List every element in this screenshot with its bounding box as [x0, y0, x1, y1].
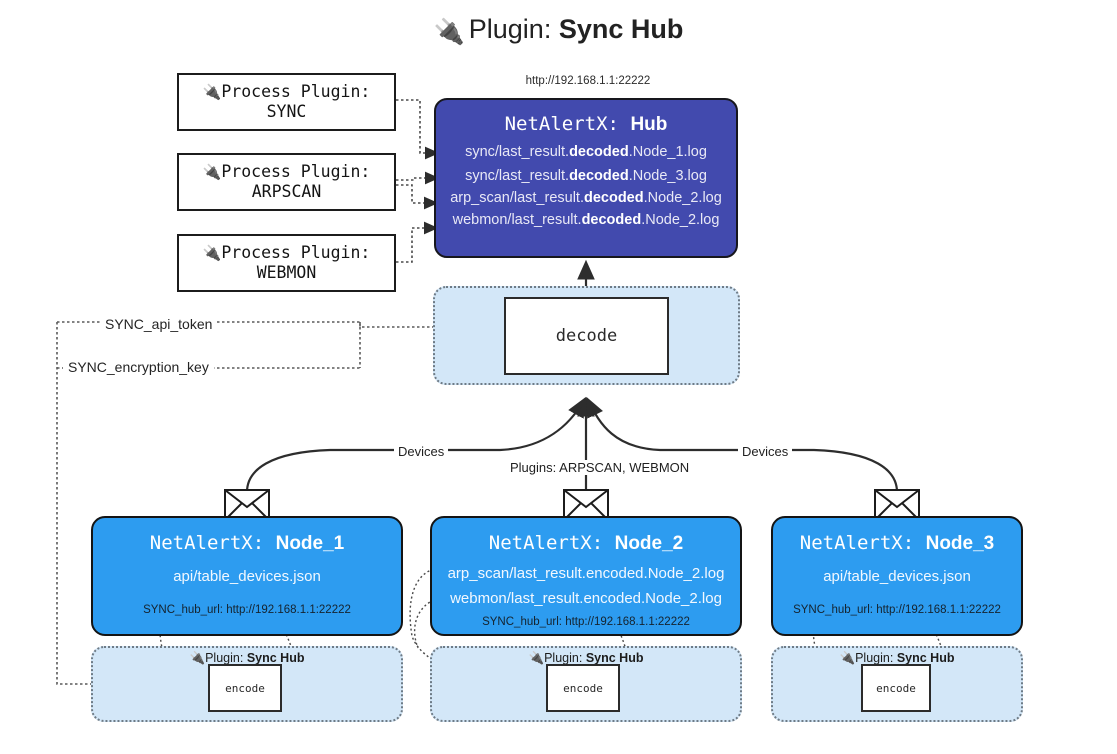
plug-icon: 🔌 [839, 651, 856, 665]
hub-log-line: sync/last_result.decoded.Node_3.log [465, 168, 707, 184]
node-hub-url: SYNC_hub_url: http://192.168.1.1:22222 [793, 604, 1001, 616]
plug-icon: 🔌 [202, 164, 222, 182]
node-card-1[interactable]: NetAlertX: Node_1 api/table_devices.json… [91, 516, 403, 636]
node-line: api/table_devices.json [823, 568, 971, 585]
sync-encryption-key-label: SYNC_encryption_key [63, 359, 214, 375]
hub-title-prefix: NetAlertX: [504, 113, 619, 135]
process-plugin-line1: Process Plugin: [221, 162, 371, 182]
strip-plugin-label: 🔌Plugin: Sync Hub [528, 651, 644, 665]
encode-box-2[interactable]: encode [546, 664, 620, 712]
hub-url-label: http://192.168.1.1:22222 [525, 75, 651, 87]
page-title-name: Sync Hub [558, 14, 684, 44]
encode-box-3[interactable]: encode [861, 664, 931, 712]
devices-label-left: Devices [394, 444, 449, 459]
node-card-3[interactable]: NetAlertX: Node_3 api/table_devices.json… [771, 516, 1023, 636]
hub-log-line: sync/last_result.decoded.Node_1.log [465, 144, 707, 160]
hub-title-name: Hub [630, 114, 668, 135]
process-plugin-arpscan[interactable]: 🔌Process Plugin: ARPSCAN [177, 153, 396, 211]
node-title: NetAlertX: Node_3 [799, 532, 995, 554]
plug-icon: 🔌 [189, 651, 206, 665]
node-line: arp_scan/last_result.encoded.Node_2.log [447, 565, 725, 582]
plugins-label-center: Plugins: ARPSCAN, WEBMON [506, 460, 694, 475]
plug-icon: 🔌 [528, 651, 545, 665]
strip-plugin-label: 🔌Plugin: Sync Hub [839, 651, 955, 665]
node-line: webmon/last_result.encoded.Node_2.log [450, 590, 722, 607]
plug-icon: 🔌 [202, 245, 222, 263]
plug-icon: 🔌 [202, 84, 222, 102]
sync-api-token-label: SYNC_api_token [100, 316, 218, 332]
process-plugin-line1: Process Plugin: [221, 243, 371, 263]
encode-box-1[interactable]: encode [208, 664, 282, 712]
hub-log-line: arp_scan/last_result.decoded.Node_2.log [450, 190, 722, 206]
process-plugin-sync[interactable]: 🔌Process Plugin: SYNC [177, 73, 396, 131]
page-title: 🔌Plugin: Sync Hub [0, 14, 1117, 46]
process-plugin-line2: ARPSCAN [251, 182, 322, 202]
node-hub-url: SYNC_hub_url: http://192.168.1.1:22222 [482, 616, 690, 628]
process-plugin-webmon[interactable]: 🔌Process Plugin: WEBMON [177, 234, 396, 292]
node-title: NetAlertX: Node_2 [488, 532, 684, 554]
node-line: api/table_devices.json [173, 568, 321, 585]
strip-plugin-label: 🔌Plugin: Sync Hub [189, 651, 305, 665]
hub-card[interactable]: NetAlertX: Hub sync/last_result.decoded.… [434, 98, 738, 258]
hub-title: NetAlertX: Hub [436, 113, 736, 136]
plug-icon: 🔌 [433, 18, 465, 46]
page-title-prefix: Plugin: [468, 14, 552, 44]
process-plugin-line1: Process Plugin: [221, 82, 371, 102]
devices-label-right: Devices [738, 444, 793, 459]
decode-box[interactable]: decode [504, 297, 669, 375]
node-card-2[interactable]: NetAlertX: Node_2 arp_scan/last_result.e… [430, 516, 742, 636]
process-plugin-line2: SYNC [266, 102, 307, 122]
process-plugin-line2: WEBMON [256, 263, 317, 283]
hub-log-line: webmon/last_result.decoded.Node_2.log [452, 212, 720, 228]
node-hub-url: SYNC_hub_url: http://192.168.1.1:22222 [143, 604, 351, 616]
node-title: NetAlertX: Node_1 [149, 532, 345, 554]
